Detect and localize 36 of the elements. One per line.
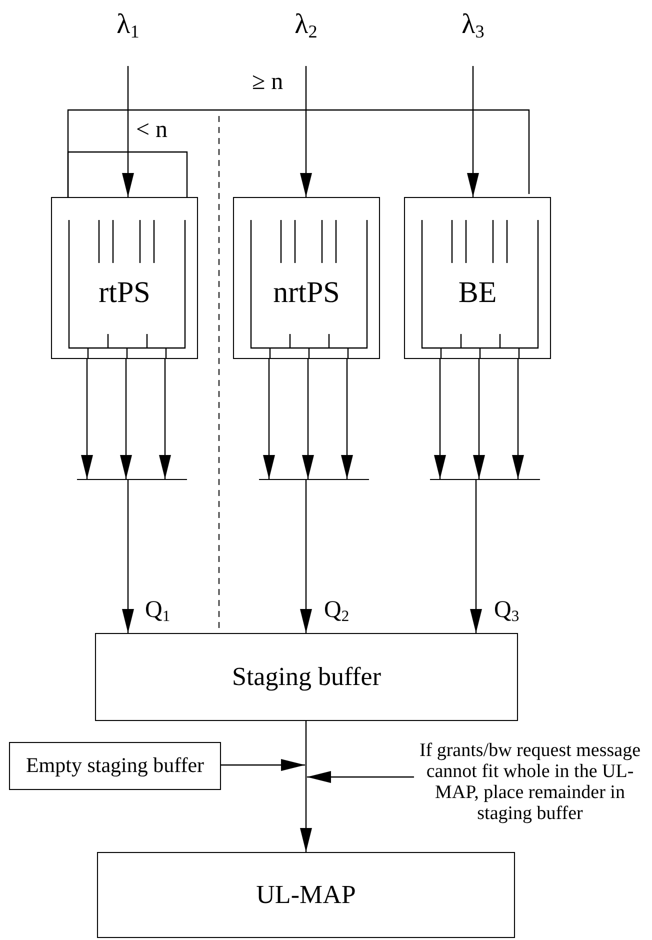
arrow [512, 359, 524, 479]
queue-output-label: Q$_{1}$ [145, 598, 170, 624]
rate-label: λ$_{3}$ [462, 10, 484, 42]
arrow [434, 359, 446, 479]
box-label: Staging buffer [232, 662, 381, 692]
arrow [300, 66, 312, 197]
box-label: Empty staging buffer [26, 754, 204, 778]
process-box [97, 852, 515, 938]
rate-label: λ$_{2}$ [294, 10, 318, 42]
arrow [467, 66, 479, 197]
queue-output-label: Q$_{2}$ [324, 598, 350, 624]
feedback-line [67, 151, 188, 197]
rate-label: λ$_{1}$ [116, 10, 140, 42]
arrow [122, 66, 134, 197]
process-box [95, 633, 518, 721]
box-label: BE [458, 276, 497, 309]
arrow [302, 359, 314, 479]
box-label: UL-MAP [256, 880, 356, 910]
arrow [81, 359, 93, 479]
arrow [300, 721, 312, 852]
arrow [221, 759, 305, 771]
arrow [470, 479, 482, 633]
box-label: rtPS [98, 276, 150, 309]
process-box [9, 742, 221, 790]
arrow [300, 479, 312, 633]
arrow [341, 359, 353, 479]
arrow [263, 359, 275, 479]
arrow [307, 771, 414, 783]
note-text: If grants/bw request message cannot fit whole in the UL-MAP, place remainder in staging buffer [418, 741, 642, 825]
arrow [159, 359, 171, 479]
feedback-line [67, 109, 530, 197]
arrow [122, 479, 134, 633]
arrow [473, 359, 485, 479]
arrow [120, 359, 132, 479]
queue-output-label: Q$_{3}$ [494, 598, 520, 624]
box-label: nrtPS [273, 276, 340, 309]
